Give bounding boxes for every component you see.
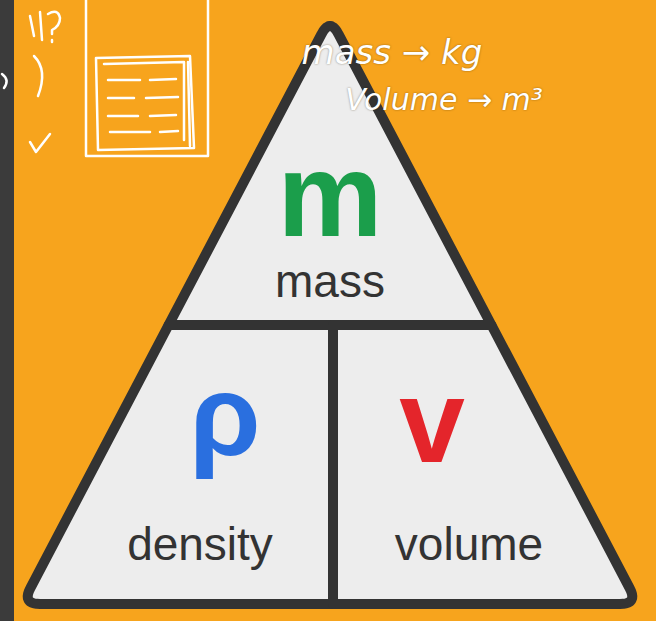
volume-label: volume xyxy=(395,521,543,567)
scribble xyxy=(2,12,60,152)
section-shape xyxy=(333,325,632,604)
mass-symbol: m xyxy=(278,136,383,254)
volume-symbol: v xyxy=(399,362,465,480)
mass-label: mass xyxy=(275,258,385,304)
volume-section: v volume xyxy=(325,317,646,612)
handwritten-note: mass → kg xyxy=(302,35,483,69)
section-outline xyxy=(325,317,646,612)
density-symbol: ρ xyxy=(189,358,260,473)
density-label: density xyxy=(127,521,273,567)
section-outline xyxy=(14,317,341,612)
dark-strip xyxy=(0,0,14,621)
container-sketch xyxy=(86,0,208,156)
section-shape xyxy=(169,26,492,325)
density-section: ρ density xyxy=(14,317,341,612)
section-shape xyxy=(28,325,333,604)
handwritten-note: Volume → m³ xyxy=(345,85,543,115)
